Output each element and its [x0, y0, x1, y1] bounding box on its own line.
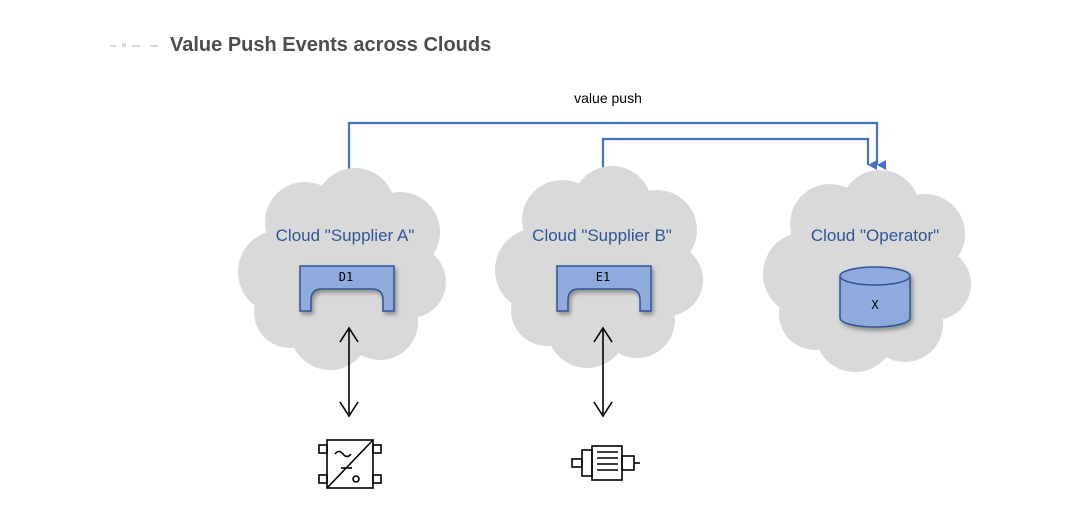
- value-push-label: value push: [574, 90, 642, 106]
- page-title: Value Push Events across Clouds: [170, 34, 492, 56]
- database-cylinder-x: [839, 266, 911, 328]
- element-label-e1: E1: [596, 270, 610, 284]
- push-line-supplier-b: [601, 137, 877, 172]
- element-label-d1: D1: [339, 270, 353, 284]
- element-label-x: X: [871, 298, 879, 312]
- cloud-title-supplier-b: Cloud "Supplier B": [532, 226, 672, 245]
- interface-block-e1: [556, 265, 652, 312]
- interface-block-d1: [299, 265, 395, 312]
- converter-device-icon: [318, 439, 382, 489]
- double-arrow-supplier-b: [593, 326, 613, 418]
- title-decoration: [110, 43, 158, 47]
- cloud-title-operator: Cloud "Operator": [811, 226, 939, 245]
- cloud-title-supplier-a: Cloud "Supplier A": [276, 226, 415, 245]
- push-line-supplier-a: [347, 121, 886, 170]
- double-arrow-supplier-a: [339, 326, 359, 418]
- motor-icon: [571, 445, 640, 481]
